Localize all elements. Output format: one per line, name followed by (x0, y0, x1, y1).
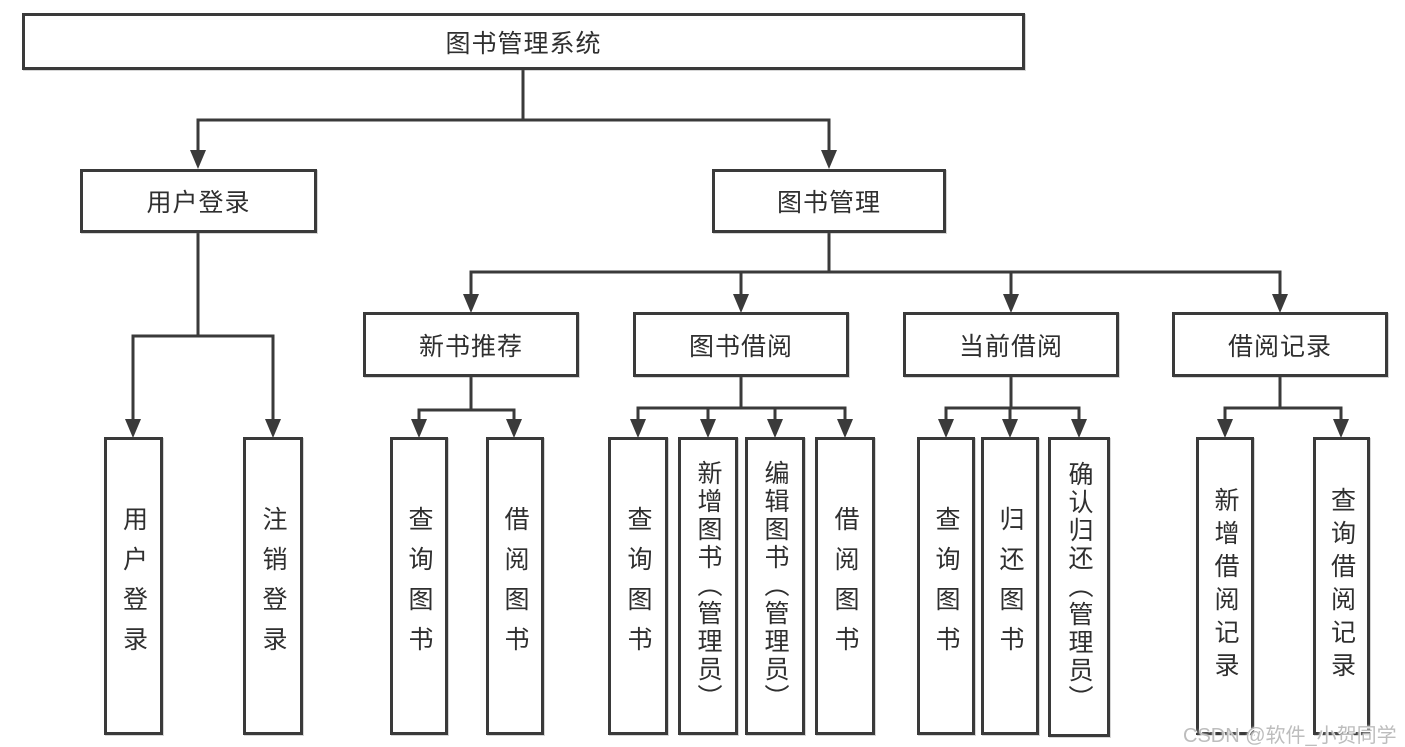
node-return-books: 归还图书 (981, 437, 1039, 735)
node-label: 查询借阅记录 (1327, 487, 1356, 685)
node-label: 新书推荐 (418, 332, 523, 361)
node-add-book-admin: 新增图书（管理员） (678, 437, 738, 735)
node-label: 借阅图书 (831, 506, 859, 666)
node-current-borrowing: 当前借阅 (903, 312, 1119, 377)
node-borrow-books-recommend: 借阅图书 (486, 437, 544, 735)
node-edit-book-admin: 编辑图书（管理员） (745, 437, 805, 735)
node-label: 注销登录 (259, 506, 287, 666)
node-book-borrowing: 图书借阅 (633, 312, 849, 377)
node-logout: 注销登录 (243, 437, 303, 735)
node-label: 图书管理系统 (445, 29, 602, 58)
node-label: 确认归还（管理员） (1065, 461, 1093, 713)
node-label: 用户登录 (119, 506, 148, 666)
csdn-watermark: CSDN @软件_小贺同学 (1183, 725, 1397, 747)
node-label: 用户登录 (146, 189, 251, 217)
node-query-borrow-record: 查询借阅记录 (1313, 437, 1370, 735)
node-add-borrow-record: 新增借阅记录 (1196, 437, 1254, 735)
node-borrowing-records: 借阅记录 (1172, 312, 1388, 377)
node-label: 借阅记录 (1227, 332, 1332, 361)
node-label: 图书借阅 (688, 332, 793, 361)
node-borrow-books: 借阅图书 (815, 437, 875, 735)
node-user-login: 用户登录 (104, 437, 163, 735)
node-label: 借阅图书 (501, 506, 529, 666)
node-query-books-current: 查询图书 (917, 437, 975, 735)
connector-edges (131, 68, 1343, 422)
node-book-management: 图书管理 (712, 169, 946, 233)
node-label: 查询图书 (405, 506, 433, 666)
node-new-book-recommendation: 新书推荐 (363, 312, 579, 377)
node-label: 查询图书 (624, 506, 652, 666)
node-label: 编辑图书（管理员） (761, 460, 789, 712)
node-confirm-return-admin: 确认归还（管理员） (1048, 437, 1110, 737)
node-label: 新增图书（管理员） (694, 460, 722, 712)
node-user-login-group: 用户登录 (80, 169, 317, 233)
node-label: 查询图书 (932, 506, 960, 666)
connector-arrowheads (125, 150, 1349, 438)
node-query-books-recommend: 查询图书 (390, 437, 448, 735)
node-label: 图书管理 (776, 189, 881, 217)
node-label: 新增借阅记录 (1211, 487, 1239, 685)
node-label: 归还图书 (996, 506, 1024, 666)
node-library-management-system: 图书管理系统 (22, 13, 1025, 70)
node-query-books-borrowing: 查询图书 (608, 437, 668, 735)
node-label: 当前借阅 (958, 332, 1063, 361)
